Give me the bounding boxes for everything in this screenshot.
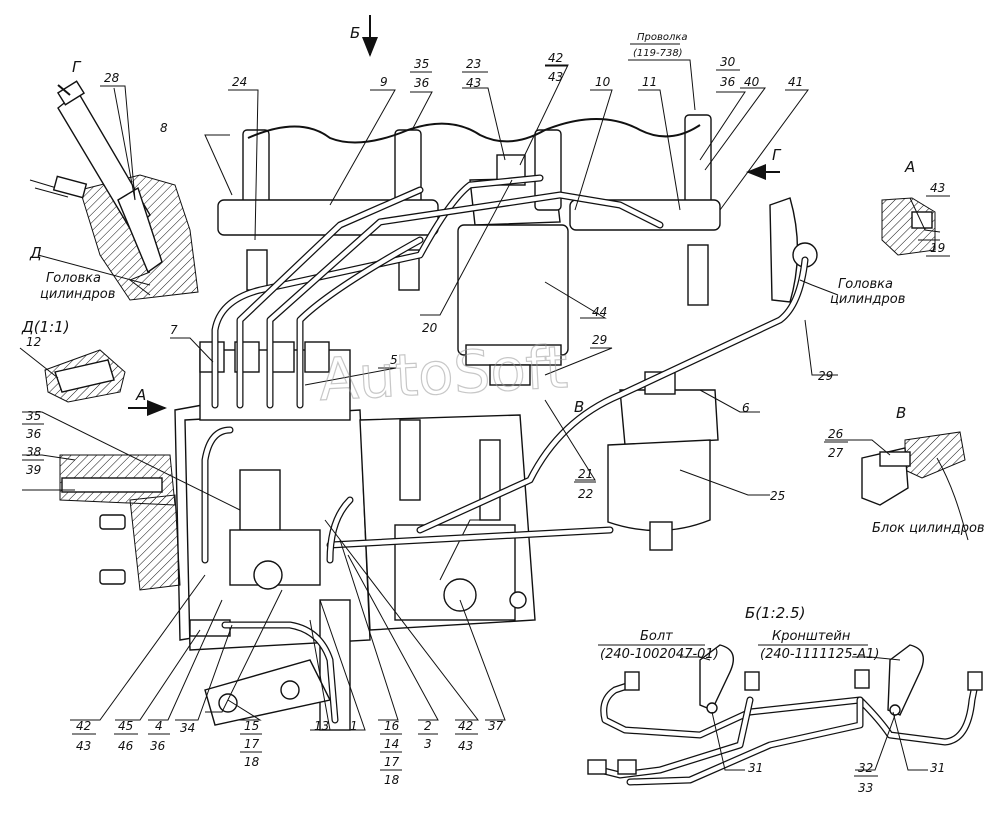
callout-18-right: 18	[384, 773, 400, 787]
view-a-left-label: А	[135, 386, 146, 404]
callout-16: 16	[384, 719, 400, 733]
callout-11: 11	[642, 75, 657, 89]
callout-45: 45	[118, 719, 133, 733]
caption-head-right-2: цилиндров	[830, 292, 905, 307]
callout-42-bottom: 42	[76, 719, 91, 733]
callout-13: 13	[314, 719, 329, 733]
callout-44: 44	[592, 305, 607, 319]
caption-wire-2: (119-738)	[633, 48, 683, 59]
callout-36-left: 36	[26, 427, 42, 441]
fuel-filter-25	[607, 371, 719, 551]
caption-bracket-2: (240-1111125-А1)	[760, 647, 879, 662]
callout-8: 8	[160, 121, 168, 135]
view-a-right-label: А	[904, 158, 915, 176]
callout-29-right: 29	[818, 369, 833, 383]
callout-42-top: 42	[548, 51, 563, 65]
callout-29-center: 29	[592, 333, 607, 347]
callout-38: 38	[26, 445, 42, 459]
callout-5: 5	[390, 353, 398, 367]
callout-36-top: 36	[414, 76, 430, 90]
detail-v-section	[861, 431, 969, 541]
callout-18-left: 18	[244, 755, 260, 769]
view-d-label: Д	[29, 244, 42, 262]
callout-36-right: 36	[720, 75, 736, 89]
callout-43-top-b: 43	[548, 70, 563, 84]
view-v-center-label: В	[574, 398, 584, 416]
callout-43-bottom-right: 43	[458, 739, 473, 753]
caption-head-right-1: Головка	[838, 277, 893, 292]
callout-3: 3	[424, 737, 432, 751]
callout-31-right: 31	[930, 761, 945, 775]
watermark-text: AutoSoft	[317, 333, 569, 414]
caption-block: Блок цилиндров	[872, 521, 985, 536]
callout-33: 33	[858, 781, 873, 795]
detail-b-title: Б(1:2.5)	[745, 604, 805, 622]
callout-2: 2	[424, 719, 432, 733]
callout-1: 1	[350, 719, 358, 733]
detail-b-piping	[587, 644, 983, 786]
callout-14: 14	[384, 737, 399, 751]
callout-17-left: 17	[244, 737, 260, 751]
callout-40: 40	[744, 75, 760, 89]
caption-head-left-2: цилиндров	[40, 287, 115, 302]
callout-43-top: 43	[466, 76, 481, 90]
detail-d-title: Д(1:1)	[21, 318, 70, 336]
callout-10: 10	[595, 75, 611, 89]
view-g-left-arrow	[57, 84, 71, 96]
callout-26: 26	[828, 427, 844, 441]
callout-31-left: 31	[748, 761, 763, 775]
callout-39: 39	[26, 463, 41, 477]
callout-36-bottom: 36	[150, 739, 166, 753]
callout-19: 19	[930, 241, 945, 255]
callout-37: 37	[488, 719, 504, 733]
view-g-left-label: Г	[72, 58, 82, 76]
callout-27: 27	[828, 446, 844, 460]
leak-off-line	[247, 118, 701, 144]
callout-43-bottom: 43	[76, 739, 91, 753]
callout-22: 22	[578, 487, 593, 501]
view-b-label: Б	[350, 24, 360, 42]
leader-lines	[22, 59, 928, 771]
callout-20: 20	[422, 321, 438, 335]
callout-24: 24	[232, 75, 247, 89]
callout-35-top: 35	[414, 57, 429, 71]
callout-7: 7	[170, 323, 178, 337]
callout-21: 21	[578, 467, 593, 481]
callout-46: 46	[118, 739, 134, 753]
callout-28: 28	[104, 71, 120, 85]
pump-governor	[359, 414, 536, 631]
callout-32: 32	[858, 761, 873, 775]
detail-g-injector	[29, 80, 199, 301]
caption-bolt-2: (240-1002047-01)	[600, 647, 719, 662]
callout-4: 4	[155, 719, 163, 733]
callout-25: 25	[770, 489, 785, 503]
callout-30: 30	[720, 55, 736, 69]
callout-43-detail-a: 43	[930, 181, 945, 195]
caption-bracket-1: Кронштейн	[772, 629, 851, 644]
caption-head-left-1: Головка	[46, 271, 101, 286]
callout-9: 9	[380, 75, 388, 89]
callout-17-right: 17	[384, 755, 400, 769]
callout-41: 41	[788, 75, 803, 89]
view-v-right-label: В	[896, 404, 906, 422]
detail-d-clip	[19, 347, 126, 403]
caption-wire-1: Проволка	[637, 32, 688, 43]
callout-6: 6	[742, 401, 750, 415]
view-g-right-label: Г	[772, 146, 782, 164]
injectors-row	[217, 114, 818, 306]
callout-35-left: 35	[26, 409, 41, 423]
injection-pump	[184, 341, 371, 731]
caption-bolt-1: Болт	[640, 629, 673, 644]
detail-a-section	[881, 197, 941, 256]
callout-34: 34	[180, 721, 195, 735]
callout-15: 15	[244, 719, 259, 733]
callout-42-bottom-right: 42	[458, 719, 473, 733]
callout-12: 12	[26, 335, 41, 349]
fuel-lines	[201, 174, 809, 724]
callout-23: 23	[466, 57, 481, 71]
